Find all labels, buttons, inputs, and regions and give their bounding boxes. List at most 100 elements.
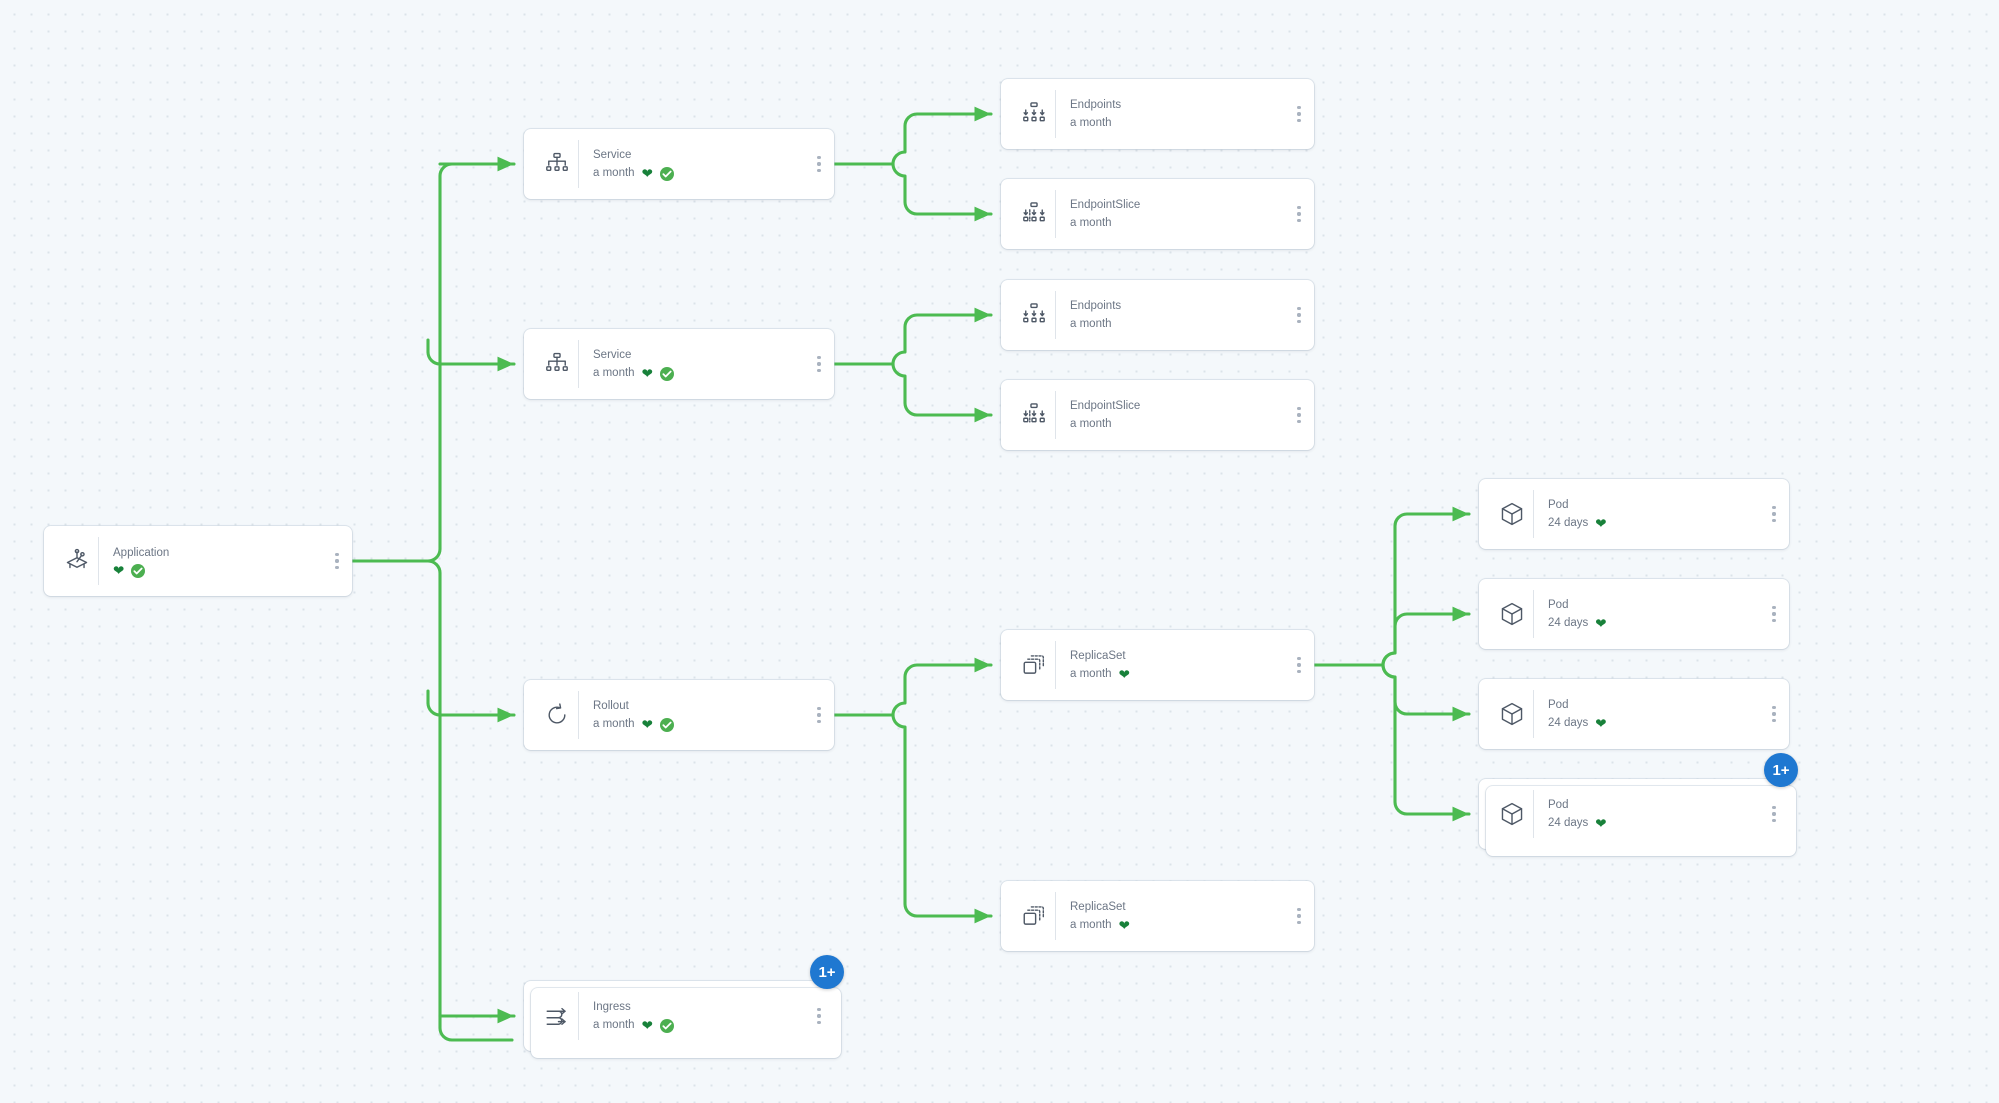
node-meta: a month❤ (1070, 666, 1284, 683)
node-age: a month (593, 1019, 635, 1031)
node-age: a month (1070, 418, 1112, 430)
rollout-icon (536, 680, 578, 750)
node-kind: Pod (1548, 598, 1569, 611)
node-meta: a month❤ (593, 365, 804, 382)
node-menu-button[interactable] (1759, 779, 1789, 849)
endpointslice-icon (1013, 380, 1055, 450)
health-status-icon: ❤ (641, 365, 653, 381)
node-menu-button[interactable] (1284, 280, 1314, 350)
node-menu-button[interactable] (1284, 380, 1314, 450)
resource-node-rs-7f89b8b978[interactable]: canary-demo-7f89b8b978ReplicaSeta month❤ (1001, 630, 1314, 700)
resource-node-rs-967754b4c[interactable]: canary-demo-967754b4cReplicaSeta month❤ (1001, 881, 1314, 951)
node-menu-button[interactable] (1284, 79, 1314, 149)
pod-icon (1491, 479, 1533, 549)
node-body: canary-demo-967754b4cReplicaSeta month❤ (1055, 892, 1284, 940)
resource-node-rollout-canary-demo[interactable]: canary-demoRollouta month❤ (524, 680, 834, 750)
pod-icon (1491, 679, 1533, 749)
node-menu-button[interactable] (804, 329, 834, 399)
resource-node-svc-canary-demo-preview[interactable]: canary-demo-previewServicea month❤ (524, 329, 834, 399)
node-age: 24 days (1548, 717, 1589, 729)
sync-status-icon (131, 563, 146, 578)
health-status-icon: ❤ (1595, 815, 1607, 831)
health-status-icon: ❤ (641, 165, 653, 181)
ingress-icon (536, 981, 578, 1051)
resource-node-svc-canary-demo[interactable]: canary-demoServicea month❤ (524, 129, 834, 199)
node-kind: Application (113, 547, 170, 560)
argo-application-icon (56, 526, 98, 596)
health-status-icon: ❤ (641, 1017, 653, 1033)
node-age: 24 days (1548, 817, 1589, 829)
node-kind: Ingress (593, 1000, 631, 1013)
node-meta: a month (1070, 316, 1284, 333)
node-menu-button[interactable] (804, 129, 834, 199)
health-status-icon: ❤ (1118, 666, 1130, 682)
replicaset-icon (1013, 881, 1055, 951)
node-menu-button[interactable] (1759, 679, 1789, 749)
badge-pods[interactable]: 1+ (1764, 753, 1798, 787)
health-status-icon: ❤ (1595, 515, 1607, 531)
node-age: a month (1070, 217, 1112, 229)
node-kind: EndpointSlice (1070, 198, 1141, 211)
node-menu-button[interactable] (1759, 479, 1789, 549)
node-menu-button[interactable] (1284, 179, 1314, 249)
node-meta: 24 days❤ (1548, 515, 1759, 532)
node-age: a month (1070, 318, 1112, 330)
node-menu-button[interactable] (804, 680, 834, 750)
node-age: a month (1070, 919, 1112, 931)
node-menu-button[interactable] (1284, 881, 1314, 951)
sync-status-icon (659, 1018, 674, 1033)
node-body: canary-demoEndpointsa month (1055, 90, 1284, 138)
endpoints-icon (1013, 79, 1055, 149)
pod-icon (1491, 779, 1533, 849)
node-meta: 24 days❤ (1548, 715, 1759, 732)
node-meta: a month❤ (1070, 917, 1284, 934)
pod-icon (1491, 579, 1533, 649)
node-kind: ReplicaSet (1070, 649, 1126, 662)
endpointslice-icon (1013, 179, 1055, 249)
node-body: canary-demo-previewServicea month❤ (578, 340, 804, 388)
resource-node-app[interactable]: canary-demoApplication❤ (44, 526, 352, 596)
health-status-icon: ❤ (641, 716, 653, 732)
node-meta: a month ❤ (593, 716, 804, 733)
node-menu-button[interactable] (1284, 630, 1314, 700)
node-meta: ❤ (113, 562, 322, 578)
node-kind: Endpoints (1070, 299, 1122, 312)
badge-ingress[interactable]: 1+ (810, 955, 844, 989)
service-icon (536, 329, 578, 399)
service-icon (536, 129, 578, 199)
node-kind: Pod (1548, 798, 1569, 811)
node-body: canary-demoServicea month❤ (578, 140, 804, 188)
node-body: canary-demoApplication❤ (98, 537, 322, 585)
resource-node-ep-canary-demo[interactable]: canary-demoEndpointsa month (1001, 79, 1314, 149)
health-status-icon: ❤ (113, 562, 125, 578)
resource-node-ep-canary-demo-preview[interactable]: canary-demo-previewEndpointsa month (1001, 280, 1314, 350)
node-menu-button[interactable] (804, 981, 834, 1051)
node-menu-button[interactable] (1759, 579, 1789, 649)
node-body: canary-demoRollouta month❤ (578, 691, 804, 739)
replicaset-icon (1013, 630, 1055, 700)
node-age: a month (593, 718, 635, 730)
node-age: 24 days (1548, 617, 1589, 629)
health-status-icon: ❤ (1595, 615, 1607, 631)
node-body: canary-demo-clpjwEndpointSlicea month (1055, 190, 1284, 238)
resource-node-ingress-canary-demo[interactable]: canary-demoIngressa month❤ (524, 981, 841, 1058)
node-kind: EndpointSlice (1070, 399, 1141, 412)
node-kind: ReplicaSet (1070, 900, 1126, 913)
node-age: a month (1070, 117, 1112, 129)
node-age: a month (593, 167, 635, 179)
node-meta: 24 days ❤ (1548, 615, 1759, 632)
node-meta: a month ❤ (593, 165, 804, 182)
node-kind: Pod (1548, 698, 1569, 711)
node-meta: a month (1070, 115, 1284, 132)
resource-node-eps-canary-demo-clpjw[interactable]: canary-demo-clpjwEndpointSlicea month (1001, 179, 1314, 249)
node-menu-button[interactable] (322, 526, 352, 596)
